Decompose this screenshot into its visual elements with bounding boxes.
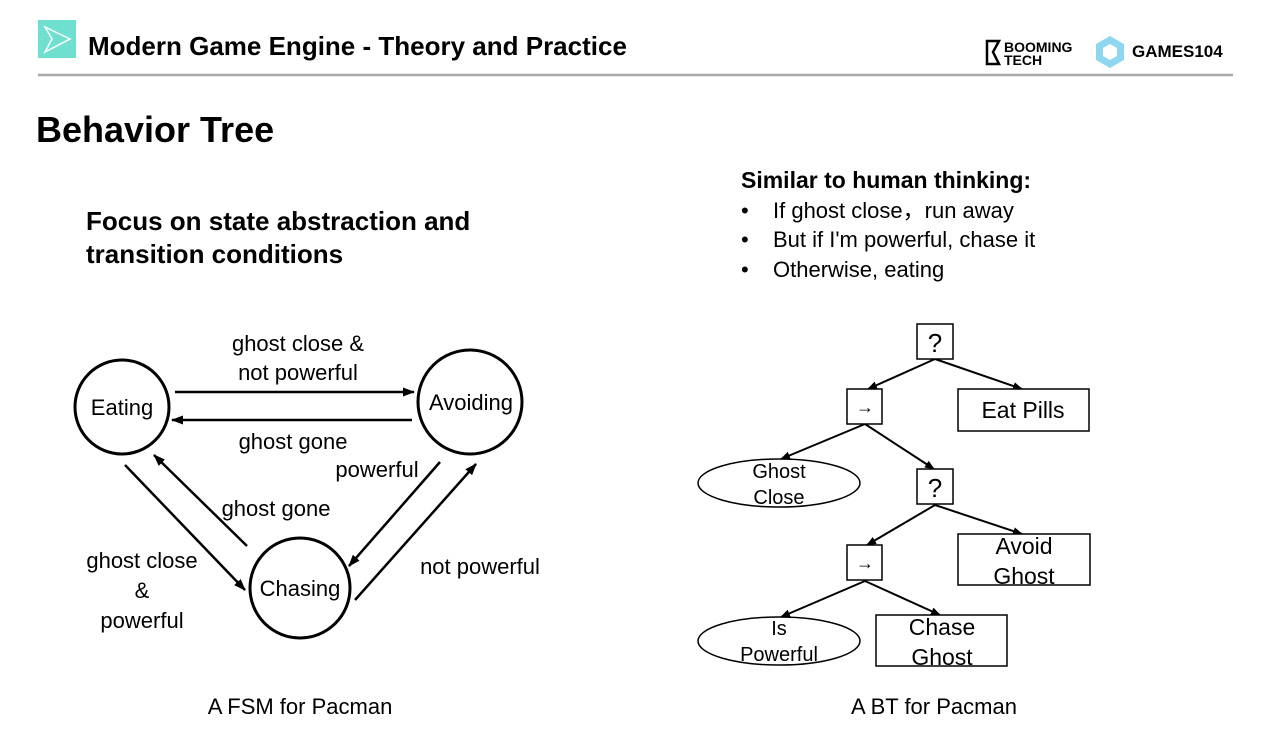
svg-text:TECH: TECH xyxy=(1004,52,1042,68)
bullet-icon: • xyxy=(741,227,749,252)
fsm-diagram: Eating Avoiding Chasing ghost close & no… xyxy=(73,331,540,719)
state-eating-label: Eating xyxy=(91,395,153,420)
transition-arrow xyxy=(348,461,441,567)
transition-arrow xyxy=(354,463,477,601)
tree-edge xyxy=(934,504,1023,535)
action-label: Chase xyxy=(909,614,975,640)
sequence-node xyxy=(846,544,883,581)
tree-edge xyxy=(866,504,936,546)
tree-edge xyxy=(780,580,866,618)
state-chasing xyxy=(248,536,352,640)
state-avoiding-label: Avoiding xyxy=(429,390,513,415)
action-chase-ghost xyxy=(875,614,1008,667)
state-eating xyxy=(73,358,171,456)
condition-label: Powerful xyxy=(740,644,818,666)
condition-label: Ghost xyxy=(752,461,806,483)
tree-edge xyxy=(934,358,1023,390)
svg-text:GAMES104: GAMES104 xyxy=(1132,42,1223,61)
transition-arrow xyxy=(153,454,248,547)
course-logo-icon xyxy=(38,20,76,58)
tree-edge xyxy=(864,423,935,470)
transition-label: & xyxy=(135,578,150,603)
condition-label: Close xyxy=(753,487,804,509)
condition-label: Is xyxy=(771,618,787,640)
action-label: Ghost xyxy=(993,563,1055,589)
bullet-icon: • xyxy=(741,198,749,223)
action-avoid-ghost xyxy=(957,533,1091,586)
header-title: Modern Game Engine - Theory and Practice xyxy=(88,31,627,61)
left-heading-line2: transition conditions xyxy=(86,239,343,269)
fsm-caption: A FSM for Pacman xyxy=(208,694,393,719)
bullet-item: But if I'm powerful, chase it xyxy=(773,227,1035,252)
condition-is-powerful xyxy=(697,616,861,666)
sequence-node xyxy=(846,388,883,425)
transition-label: not powerful xyxy=(238,360,358,385)
booming-tech-logo: BOOMING TECH xyxy=(985,39,1073,68)
transition-label: ghost gone xyxy=(222,496,331,521)
svg-text:BOOMING: BOOMING xyxy=(1004,39,1073,55)
slide-title: Behavior Tree xyxy=(36,109,274,150)
sequence-symbol: → xyxy=(856,553,874,573)
state-avoiding xyxy=(416,348,524,456)
tree-edge xyxy=(867,358,936,390)
transition-label: ghost close & xyxy=(232,331,364,356)
transition-label: ghost gone xyxy=(239,429,348,454)
tree-edge xyxy=(780,423,866,460)
right-heading: Similar to human thinking: xyxy=(741,167,1031,193)
action-label: Eat Pills xyxy=(981,397,1064,423)
transition-label: ghost close xyxy=(86,548,197,573)
selector-symbol: ? xyxy=(928,473,942,503)
tree-edge xyxy=(864,580,941,616)
transition-label: powerful xyxy=(335,457,418,482)
selector-node xyxy=(916,468,954,505)
transition-label: powerful xyxy=(100,608,183,633)
transition-arrow xyxy=(124,464,246,591)
bt-caption: A BT for Pacman xyxy=(851,694,1017,719)
action-eat-pills xyxy=(957,388,1090,432)
left-heading-line1: Focus on state abstraction and xyxy=(86,206,470,236)
action-label: Avoid xyxy=(995,533,1052,559)
bullet-item: Otherwise, eating xyxy=(773,257,944,282)
selector-symbol: ? xyxy=(928,328,942,358)
sequence-symbol: → xyxy=(856,397,874,417)
transition-label: not powerful xyxy=(420,554,540,579)
selector-node xyxy=(916,323,954,360)
bullet-list: • If ghost close，run away • But if I'm p… xyxy=(741,198,1035,282)
bullet-item: If ghost close，run away xyxy=(773,198,1014,223)
condition-ghost-close xyxy=(697,458,861,508)
action-label: Ghost xyxy=(911,644,973,670)
games104-logo: GAMES104 xyxy=(1096,36,1223,68)
bullet-icon: • xyxy=(741,257,749,282)
bt-diagram: ? → Eat Pills Ghost Close ? → Avoid Ghos… xyxy=(697,323,1091,719)
state-chasing-label: Chasing xyxy=(260,576,341,601)
